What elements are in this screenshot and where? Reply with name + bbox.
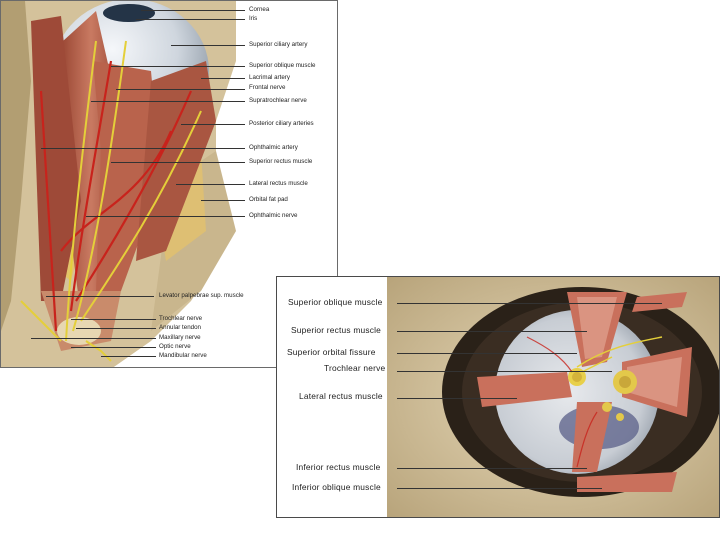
label-trochlear-nerve: Trochlear nerve xyxy=(159,315,203,322)
anterior-orbit-illustration-panel: Superior oblique muscle Superior rectus … xyxy=(276,276,720,518)
label-superior-orbital-fissure: Superior orbital fissure xyxy=(287,347,376,357)
leader-line xyxy=(181,124,245,125)
leader-line xyxy=(201,200,245,201)
leader-line xyxy=(46,296,154,297)
leader-line xyxy=(116,89,245,90)
label-annular-tendon: Annular tendon xyxy=(159,324,201,331)
label-inferior-rectus-muscle: Inferior rectus muscle xyxy=(296,462,381,472)
label-iris: Iris xyxy=(249,15,258,22)
leader-line xyxy=(136,19,245,20)
label-frontal-nerve: Frontal nerve xyxy=(249,84,286,91)
leader-line xyxy=(397,468,587,469)
label-superior-rectus-muscle: Superior rectus muscle xyxy=(291,325,382,335)
leader-line xyxy=(76,328,156,329)
label-trochlear-nerve: Trochlear nerve xyxy=(324,363,386,373)
leader-line xyxy=(397,398,517,399)
label-inferior-oblique-muscle: Inferior oblique muscle xyxy=(292,482,381,492)
label-mandibular-nerve: Mandibular nerve xyxy=(159,352,207,359)
leader-line xyxy=(71,347,156,348)
leader-line xyxy=(176,184,245,185)
label-ophthalmic-nerve: Ophthalmic nerve xyxy=(249,212,298,219)
leader-line xyxy=(111,162,245,163)
leader-line xyxy=(141,10,245,11)
leader-line xyxy=(86,216,245,217)
leader-line xyxy=(397,371,612,372)
superior-orbit-dissection-image xyxy=(1,1,236,367)
label-levator-palpebrae-sup-muscle: Levator palpebrae sup. muscle xyxy=(159,292,244,299)
leader-line xyxy=(397,331,587,332)
leader-line xyxy=(201,78,245,79)
leader-line xyxy=(397,353,577,354)
leader-line xyxy=(101,356,156,357)
label-cornea: Cornea xyxy=(249,6,270,13)
leader-line xyxy=(71,319,156,320)
label-superior-ciliary-artery: Superior ciliary artery xyxy=(249,41,308,48)
label-lateral-rectus-muscle: Lateral rectus muscle xyxy=(249,180,308,187)
anterior-orbit-muscles-image xyxy=(387,277,719,517)
superior-orbit-illustration-panel: Cornea Iris Superior ciliary artery Supe… xyxy=(0,0,338,368)
label-posterior-ciliary-arteries: Posterior ciliary arteries xyxy=(249,120,314,127)
label-ophthalmic-artery: Ophthalmic artery xyxy=(249,144,298,151)
label-superior-oblique-muscle: Superior oblique muscle xyxy=(288,297,383,307)
label-lacrimal-artery: Lacrimal artery xyxy=(249,74,290,81)
label-maxillary-nerve: Maxillary nerve xyxy=(159,334,201,341)
leader-line xyxy=(31,338,156,339)
label-lateral-rectus-muscle: Lateral rectus muscle xyxy=(299,391,383,401)
label-optic-nerve: Optic nerve xyxy=(159,343,191,350)
leader-line xyxy=(397,303,662,304)
label-orbital-fat-pad: Orbital fat pad xyxy=(249,196,288,203)
leader-line xyxy=(397,488,602,489)
label-superior-oblique-muscle: Superior oblique muscle xyxy=(249,62,316,69)
leader-line xyxy=(171,45,245,46)
label-supratrochlear-nerve: Supratrochlear nerve xyxy=(249,97,307,104)
leader-line xyxy=(111,66,245,67)
leader-line xyxy=(91,101,245,102)
leader-line xyxy=(41,148,245,149)
label-superior-rectus-muscle: Superior rectus muscle xyxy=(249,158,313,165)
